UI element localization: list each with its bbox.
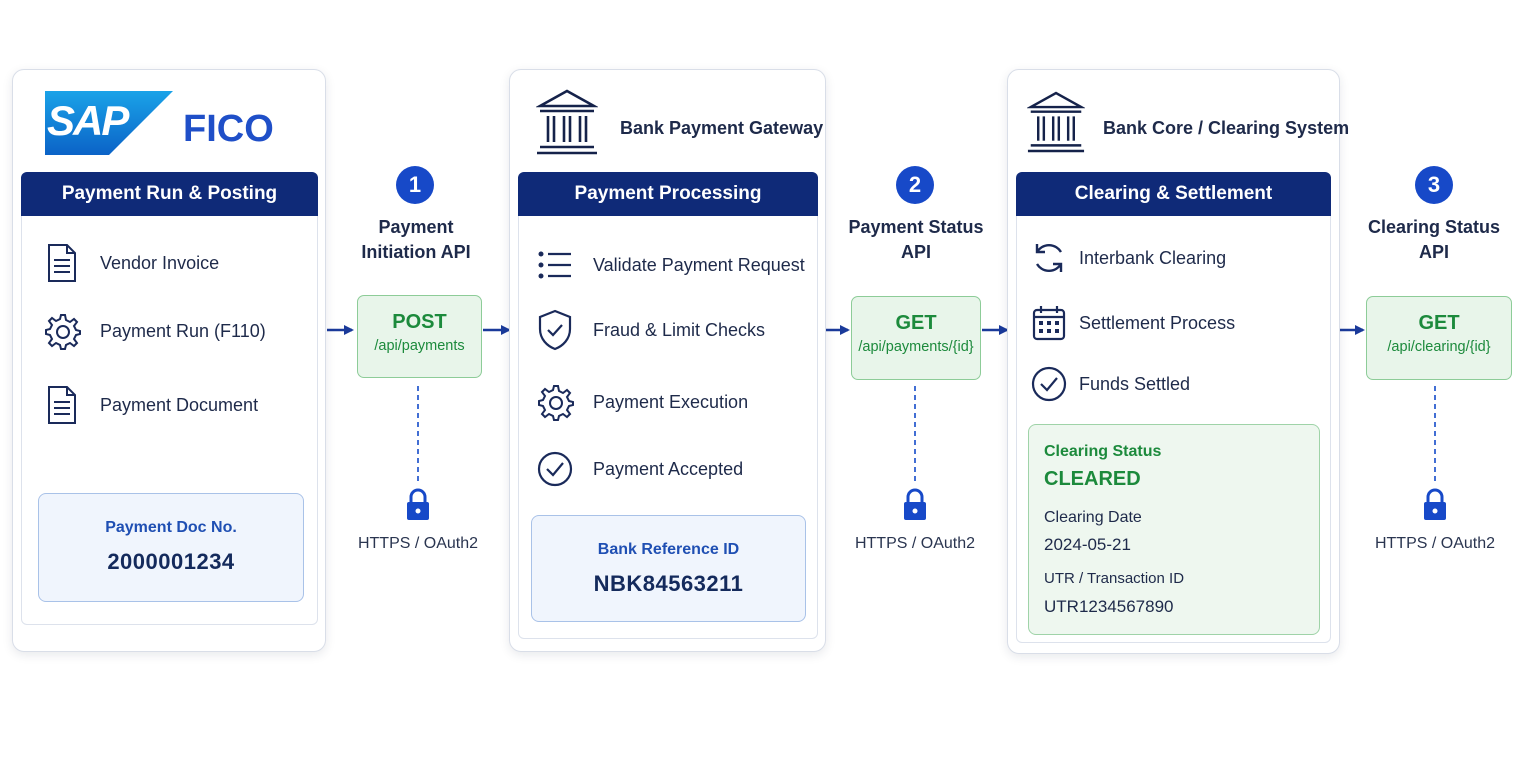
api-endpoint-get-clearing-status[interactable]: GET /api/clearing/{id} [1366, 296, 1512, 380]
gateway-title: Bank Payment Gateway [620, 118, 824, 138]
section-header: Payment Processing [518, 172, 818, 216]
utr-value: UTR1234567890 [1044, 597, 1174, 616]
http-method: POST [392, 311, 447, 333]
api-label-line2: API [1418, 242, 1449, 262]
item-label: Payment Run (F110) [100, 320, 266, 341]
item-label: Payment Accepted [593, 458, 744, 479]
item-label: Fraud & Limit Checks [593, 319, 766, 340]
refresh-icon [1029, 238, 1069, 278]
document-icon [42, 385, 82, 425]
gateway-section: Payment Processing Validate Payment Requ… [518, 172, 818, 639]
item-label: Settlement Process [1079, 312, 1236, 333]
api-path: /api/payments/{id} [858, 339, 974, 355]
payment-doc-box: Payment Doc No. 2000001234 [38, 493, 304, 602]
bank-reference-box: Bank Reference ID NBK84563211 [531, 515, 806, 622]
sap-logo-text: SAP [47, 97, 129, 144]
check-circle-icon [535, 449, 575, 489]
ref-value: NBK84563211 [593, 571, 744, 596]
api-label-2: Payment Status API [826, 215, 1006, 265]
step-badge-1: 1 [396, 166, 434, 204]
api-label-line1: Payment [378, 217, 454, 237]
sap-fico-card: SAP FICO Payment Run & Posting Vendor In… [12, 69, 326, 652]
bank-icon [1026, 90, 1086, 159]
clearing-date-label: Clearing Date [1044, 509, 1142, 526]
check-circle-icon [1029, 364, 1069, 404]
item-label: Payment Execution [593, 391, 749, 412]
bank-gateway-card: Bank Payment Gateway Payment Processing … [509, 69, 826, 652]
list-item-payment-run: Payment Run (F110) [42, 311, 266, 351]
list-item-funds-settled: Funds Settled [1029, 364, 1190, 404]
clearing-date-value: 2024-05-21 [1044, 535, 1131, 554]
list-item-execution: Payment Execution [535, 382, 748, 422]
security-label-2: HTTPS / OAuth2 [854, 535, 976, 552]
api-label-line1: Clearing Status [1367, 217, 1501, 237]
lock-icon [903, 488, 927, 527]
bank-icon [534, 88, 600, 161]
api-endpoint-get-payment-status[interactable]: GET /api/payments/{id} [851, 296, 981, 380]
list-item-validate: Validate Payment Request [535, 245, 805, 285]
step-badge-3: 3 [1415, 166, 1453, 204]
http-method: GET [895, 312, 937, 334]
section-header: Payment Run & Posting [21, 172, 318, 216]
item-label: Vendor Invoice [100, 252, 220, 273]
list-item-payment-document: Payment Document [42, 385, 258, 425]
gear-icon [535, 382, 575, 422]
list-item-settlement: Settlement Process [1029, 303, 1235, 343]
item-label: Validate Payment Request [593, 254, 805, 275]
api-path: /api/clearing/{id} [1387, 339, 1491, 355]
core-section: Clearing & Settlement Interbank Clearing [1016, 172, 1331, 643]
api-label-line2: Initiation API [361, 242, 471, 262]
lock-icon [406, 488, 430, 527]
sap-module-title: FICO [183, 108, 274, 150]
core-title: Bank Core / Clearing System [1103, 118, 1350, 138]
sap-logo: SAP [45, 91, 173, 155]
api-label-line1: Payment Status [848, 217, 984, 237]
status-title: Clearing Status [1044, 443, 1162, 460]
status-badge: CLEARED [1044, 468, 1141, 490]
gear-icon [42, 311, 82, 351]
item-label: Funds Settled [1079, 373, 1191, 394]
clearing-status-box: Clearing Status CLEARED Clearing Date 20… [1028, 424, 1320, 635]
api-label-1: Payment Initiation API [326, 215, 506, 265]
list-item-interbank: Interbank Clearing [1029, 238, 1226, 278]
list-item-fraud: Fraud & Limit Checks [535, 309, 766, 351]
list-item-vendor-invoice: Vendor Invoice [42, 243, 219, 283]
sap-section: Payment Run & Posting Vendor Invoice Pay… [21, 172, 318, 625]
ref-value: 2000001234 [107, 549, 235, 574]
list-item-accepted: Payment Accepted [535, 449, 743, 489]
step-badge-2: 2 [896, 166, 934, 204]
document-icon [42, 243, 82, 283]
api-path: /api/payments [374, 338, 465, 354]
checklist-icon [535, 245, 575, 285]
security-label-1: HTTPS / OAuth2 [357, 535, 479, 552]
section-header: Clearing & Settlement [1016, 172, 1331, 216]
api-endpoint-post-payments[interactable]: POST /api/payments [357, 295, 482, 378]
bank-core-card: Bank Core / Clearing System Clearing & S… [1007, 69, 1349, 654]
calendar-icon [1029, 303, 1069, 343]
item-label: Payment Document [100, 394, 259, 415]
http-method: GET [1418, 312, 1460, 334]
ref-title: Payment Doc No. [105, 519, 237, 536]
ref-title: Bank Reference ID [597, 541, 740, 558]
utr-label: UTR / Transaction ID [1044, 570, 1185, 587]
security-label-3: HTTPS / OAuth2 [1374, 535, 1496, 552]
api-label-3: Clearing Status API [1344, 215, 1524, 265]
api-label-line2: API [900, 242, 931, 262]
item-label: Interbank Clearing [1079, 247, 1227, 268]
lock-icon [1423, 488, 1447, 527]
shield-check-icon [535, 309, 575, 351]
